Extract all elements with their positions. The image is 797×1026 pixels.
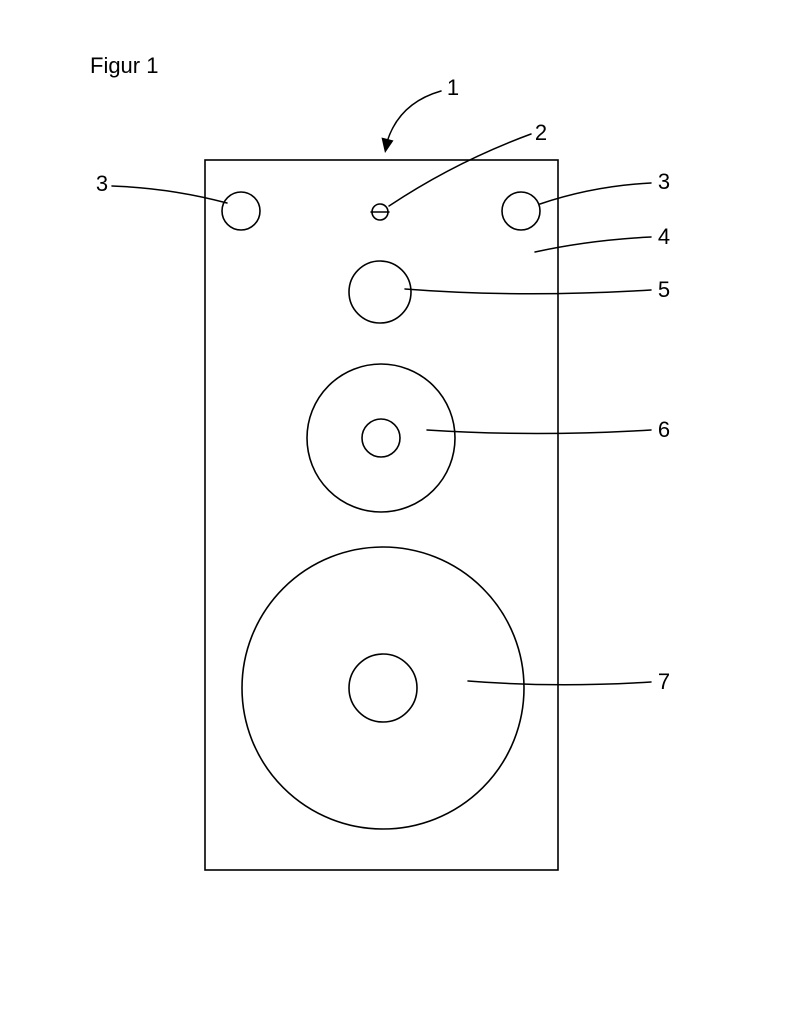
leader-line-4	[534, 236, 652, 253]
ref-label-1: 1	[447, 75, 459, 100]
arrowhead-1-icon	[381, 137, 394, 153]
ref-label-5: 5	[658, 277, 670, 302]
leader-line-7	[467, 680, 652, 686]
woofer-outer-circle	[241, 546, 525, 830]
woofer-center-circle	[348, 653, 418, 723]
ref-label-7: 7	[658, 669, 670, 694]
ref-label-2: 2	[535, 120, 547, 145]
midrange-outer-circle	[306, 363, 456, 513]
leader-line-5	[404, 288, 652, 295]
mounting-hole-left	[221, 191, 261, 231]
mounting-hole-right	[501, 191, 541, 231]
leader-line-6	[426, 429, 652, 435]
leader-line-3-right	[539, 182, 652, 205]
ref-label-3-left: 3	[96, 171, 108, 196]
leader-line-2	[388, 133, 532, 207]
figure-title: Figur 1	[90, 53, 158, 78]
midrange-center-circle	[361, 418, 401, 458]
ref-label-4: 4	[658, 224, 670, 249]
tweeter-circle	[348, 260, 412, 324]
ref-label-6: 6	[658, 417, 670, 442]
leader-line-1	[386, 90, 442, 143]
leader-line-3-left	[111, 185, 228, 204]
speaker-panel-outline	[204, 159, 559, 871]
ref-label-3-right: 3	[658, 169, 670, 194]
